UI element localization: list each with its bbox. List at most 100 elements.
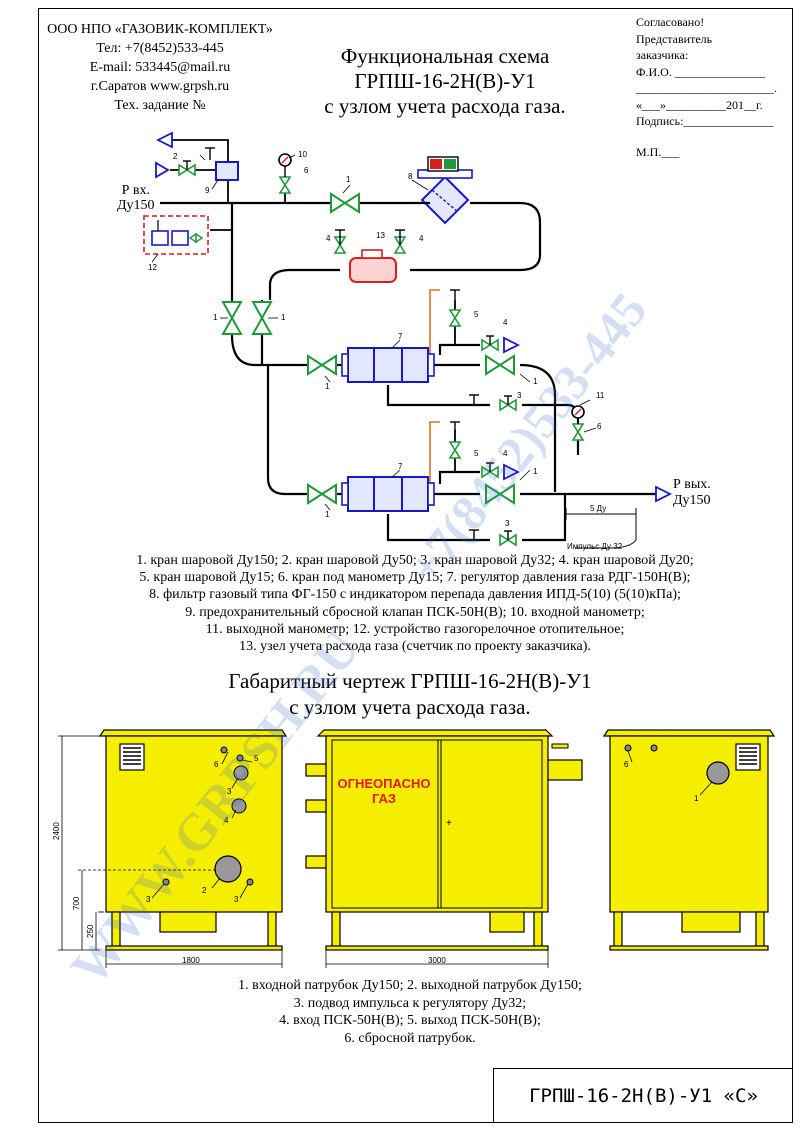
gas-meter-13 [349, 249, 397, 283]
pin-6-right: 6 [624, 760, 629, 769]
approval-fio: Ф.И.О. _______________ [636, 64, 765, 79]
drawing-title-line1: Габаритный чертеж ГРПШ-16-2Н(В)-У1 [228, 669, 592, 693]
num-4-l2: 4 [503, 449, 508, 458]
approval-mp: М.П.___ [636, 144, 680, 159]
num-5-l2: 5 [474, 449, 479, 458]
impulse-label: Импульс Ду 32 [567, 542, 623, 551]
dim-250: 250 [86, 924, 95, 938]
pin-6-left: 6 [214, 760, 219, 769]
legend1-line6: 13. узел учета расхода газа (счетчик по … [239, 639, 591, 655]
vent-arrow-2-icon [503, 463, 521, 481]
num-3-l1: 3 [517, 391, 522, 400]
regulator-7-line2 [341, 476, 435, 512]
tech-task: Тех. задание № [114, 98, 206, 113]
valve-6-inlet-icon [279, 176, 291, 194]
inlet-label: Р вх. Ду150 [117, 183, 155, 213]
drawing-title: Габаритный чертеж ГРПШ-16-2Н(В)-У1 с узл… [150, 668, 670, 720]
approval-block: Согласовано! Представитель заказчика: Ф.… [636, 14, 791, 160]
num-11: 11 [596, 391, 605, 400]
num-13: 13 [376, 231, 385, 240]
approval-line2: Представитель [636, 31, 713, 46]
outlet-label-line2: Ду150 [673, 493, 711, 508]
valve-1-line2-out-icon [485, 484, 515, 504]
valve-1-line1-out-icon [485, 355, 515, 375]
company-block: ООО НПО «ГАЗОВИК-КОМПЛЕКТ» Тел: +7(8452)… [40, 20, 280, 115]
title-stamp: ГРПШ-16-2Н(В)-У1 «С» [493, 1068, 793, 1123]
num-6-inlet: 6 [304, 166, 309, 175]
outlet-label-line1: Р вых. [673, 477, 711, 492]
num-7-l2: 7 [398, 462, 403, 471]
num-1-l1: 1 [325, 382, 330, 391]
valve-5-line2-icon [449, 441, 461, 459]
num-3-l2: 3 [505, 519, 510, 528]
company-email: E-mail: 533445@mail.ru [89, 60, 231, 75]
drawing-legend: 1. входной патрубок Ду150; 2. выходной п… [150, 977, 670, 1047]
valve-6-outlet-icon [572, 423, 584, 441]
vent-arrow-icon [155, 161, 170, 179]
valve-3-line2-icon [499, 530, 517, 546]
company-phone: Тел: +7(8452)533-445 [96, 41, 224, 56]
dim-5du-label: 5 Ду [590, 504, 607, 513]
valve-1-main-icon [330, 193, 360, 213]
functional-scheme [143, 131, 673, 549]
approval-date: «___»__________201__г. [636, 97, 763, 112]
pin-3-left-b: 3 [234, 895, 239, 904]
valve-2-icon [178, 160, 196, 176]
heater-12 [143, 215, 209, 255]
valve-1-line1-in-icon [307, 355, 337, 375]
legend1-line2: 5. кран шаровой Ду15; 6. кран под маноме… [139, 570, 691, 586]
legend2-line3: 4. вход ПСК-50Н(В); 5. выход ПСК-50Н(В); [279, 1013, 541, 1028]
num-1-bypass-a: 1 [213, 313, 218, 322]
valve-3-line1-icon [499, 395, 517, 411]
num-2: 2 [173, 152, 178, 161]
dim-width-side: 1800 [182, 956, 200, 965]
scheme-title: Функциональная схема ГРПШ-16-2Н(В)-У1 с … [300, 44, 590, 119]
legend2-line1: 1. входной патрубок Ду150; 2. выходной п… [238, 978, 582, 993]
pin-4-left: 4 [224, 816, 229, 825]
pin-5-left: 5 [254, 754, 259, 763]
drawing-frame [38, 8, 793, 1123]
inlet-gauge-10-icon [278, 153, 292, 177]
scheme-title-line1: Функциональная схема [340, 44, 550, 68]
valve-1-line2-in-icon [307, 484, 337, 504]
filter-8 [417, 156, 473, 225]
num-1-l1-out: 1 [533, 377, 538, 386]
warning-line2: ГАЗ [371, 791, 397, 806]
outlet-label: Р вых. Ду150 [673, 477, 711, 509]
num-1-main: 1 [346, 175, 351, 184]
scheme-legend: 1. кран шаровой Ду150; 2. кран шаровой Д… [45, 552, 785, 655]
dim-height: 2400 [52, 822, 61, 840]
dim-width-front: 3000 [428, 956, 446, 965]
num-4-l1: 4 [503, 318, 508, 327]
num-10: 10 [298, 150, 307, 159]
num-7-l1: 7 [398, 332, 403, 341]
num-1-l2-out: 1 [533, 467, 538, 476]
scheme-title-line2: ГРПШ-16-2Н(В)-У1 [354, 69, 536, 93]
approval-line1: Согласовано! [636, 15, 705, 29]
valve-4-line2-icon [481, 462, 499, 478]
valve-5-line1-icon [449, 309, 461, 327]
company-site: г.Саратов www.grpsh.ru [90, 79, 230, 94]
outlet-arrow-icon [655, 485, 673, 503]
valve-4-line1-icon [481, 335, 499, 351]
approval-sign: Подпись:_______________ [636, 114, 774, 128]
num-6-outlet: 6 [597, 422, 602, 431]
legend2-line4: 6. сбросной патрубок. [344, 1030, 476, 1046]
legend1-line1: 1. кран шаровой Ду150; 2. кран шаровой Д… [136, 553, 694, 568]
regulator-7-line1 [341, 347, 435, 383]
num-4-a: 4 [326, 234, 331, 243]
inlet-label-line2: Ду150 [117, 198, 155, 213]
outlet-gauge-11-icon [571, 405, 585, 424]
inlet-label-line1: Р вх. [121, 183, 150, 198]
pin-2-left: 2 [202, 886, 207, 895]
approval-line3: заказчика: [636, 48, 689, 62]
num-4-b: 4 [419, 234, 424, 243]
legend2-line2: 3. подвод импульса к регулятору Ду32; [293, 995, 527, 1011]
num-1-l2: 1 [325, 510, 330, 519]
drawing-title-line2: с узлом учета расхода газа. [289, 695, 531, 719]
approval-blank: _______________________. [636, 81, 777, 95]
psk-valve-9 [215, 161, 239, 181]
vent-arrow-1-icon [503, 336, 521, 354]
num-8: 8 [408, 172, 413, 181]
num-9: 9 [205, 186, 210, 195]
